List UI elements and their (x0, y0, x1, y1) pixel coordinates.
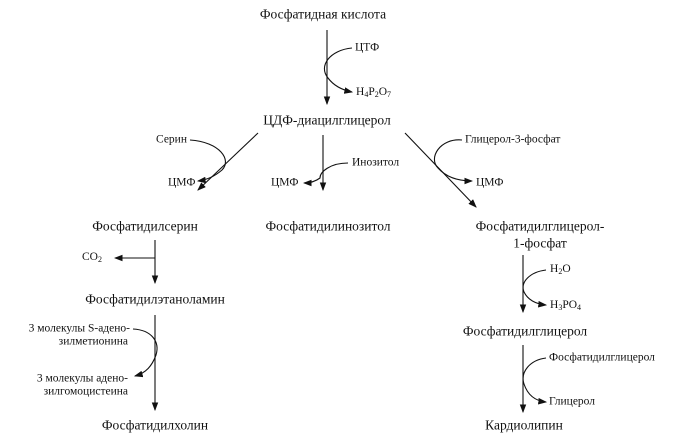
reagent-h4p2o7: H4P2O7 (356, 86, 392, 99)
compound-pgp-line2: 1-фосфат (513, 235, 567, 251)
reagent-sam-line1: 3 молекулы S-адено- (28, 322, 130, 335)
curve-serine (189, 139, 226, 184)
curve-glycerol3p (433, 139, 474, 185)
reagent-cmp-middle: ЦМФ (271, 176, 299, 189)
curve-h2o (522, 269, 548, 308)
reagent-ctp: ЦТФ (355, 41, 380, 54)
curve-pg-reagent (522, 357, 548, 405)
curve-inositol (302, 162, 349, 187)
reagent-cmp-left: ЦМФ (168, 176, 196, 189)
arrow-to-ps (197, 132, 259, 191)
compound-phosphatidylglycerol: Фосфатидилглицерол (462, 323, 588, 339)
reagent-cmp-right: ЦМФ (476, 176, 504, 189)
reagent-glycerol: Глицерол (549, 395, 596, 408)
reagent-phosphatidylglycerol: Фосфатидилглицерол (549, 351, 655, 364)
compound-pgp-line1: Фосфатидилглицерол- (475, 218, 605, 234)
compound-phosphatidylserine: Фосфатидилсерин (92, 218, 198, 234)
reagent-sah-line2: зилгомоцистеина (43, 385, 128, 398)
reagent-inositol: Инозитол (352, 156, 400, 169)
compound-cdp-dag: ЦДФ-диацилглицерол (263, 112, 391, 128)
compound-phosphatidylinositol: Фосфатидилинозитол (265, 218, 391, 234)
reagent-glycerol-3-phosphate: Глицерол-3-фосфат (465, 133, 561, 146)
reagent-sah-line1: 3 молекулы адено- (36, 372, 128, 385)
reagent-h3po4: H3PO4 (550, 299, 582, 312)
curve-sam (132, 328, 158, 378)
reagent-serine: Серин (156, 133, 187, 146)
compound-phosphatidic-acid: Фосфатидная кислота (259, 6, 387, 22)
reagent-co2: CO2 (82, 251, 102, 264)
reagent-sam-line2: зилметионина (58, 335, 128, 348)
compound-phosphatidylcholine: Фосфатидилхолин (101, 417, 209, 433)
curve-ctp (323, 47, 354, 94)
compound-phosphatidylethanolamine: Фосфатидилэтаноламин (85, 291, 225, 307)
reagent-h2o: H2O (550, 263, 571, 276)
compound-cardiolipin: Кардиолипин (485, 417, 563, 433)
